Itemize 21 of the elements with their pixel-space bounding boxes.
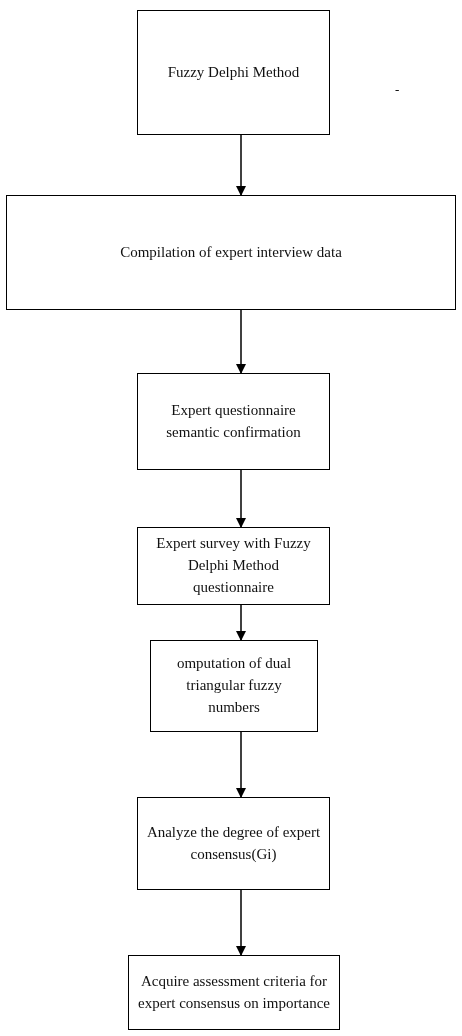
step-text: omputation of dual triangular fuzzy numbers bbox=[175, 654, 293, 717]
process-box bbox=[128, 955, 340, 1030]
step-text: Expert survey with Fuzzy Delphi Method questionnaire bbox=[155, 534, 312, 597]
process-box bbox=[137, 373, 330, 470]
step-text: Fuzzy Delphi Method bbox=[167, 62, 300, 82]
stray-mark: - bbox=[395, 81, 400, 99]
step-text: Expert questionnaire semantic confirmation bbox=[165, 400, 302, 442]
process-box bbox=[137, 797, 330, 890]
step-text: Analyze the degree of expert consensus(Gi) bbox=[146, 822, 321, 864]
arrow bbox=[236, 309, 246, 374]
arrow bbox=[236, 889, 246, 956]
arrow bbox=[236, 604, 246, 641]
arrow bbox=[236, 134, 246, 196]
process-box bbox=[150, 640, 318, 732]
arrow bbox=[236, 469, 246, 528]
step-text: Compilation of expert interview data bbox=[120, 242, 342, 262]
process-box bbox=[6, 195, 456, 310]
process-box bbox=[137, 10, 330, 135]
arrow bbox=[236, 731, 246, 798]
step-text: Acquire assessment criteria for expert consensus on importance bbox=[137, 971, 331, 1013]
process-box bbox=[137, 527, 330, 605]
